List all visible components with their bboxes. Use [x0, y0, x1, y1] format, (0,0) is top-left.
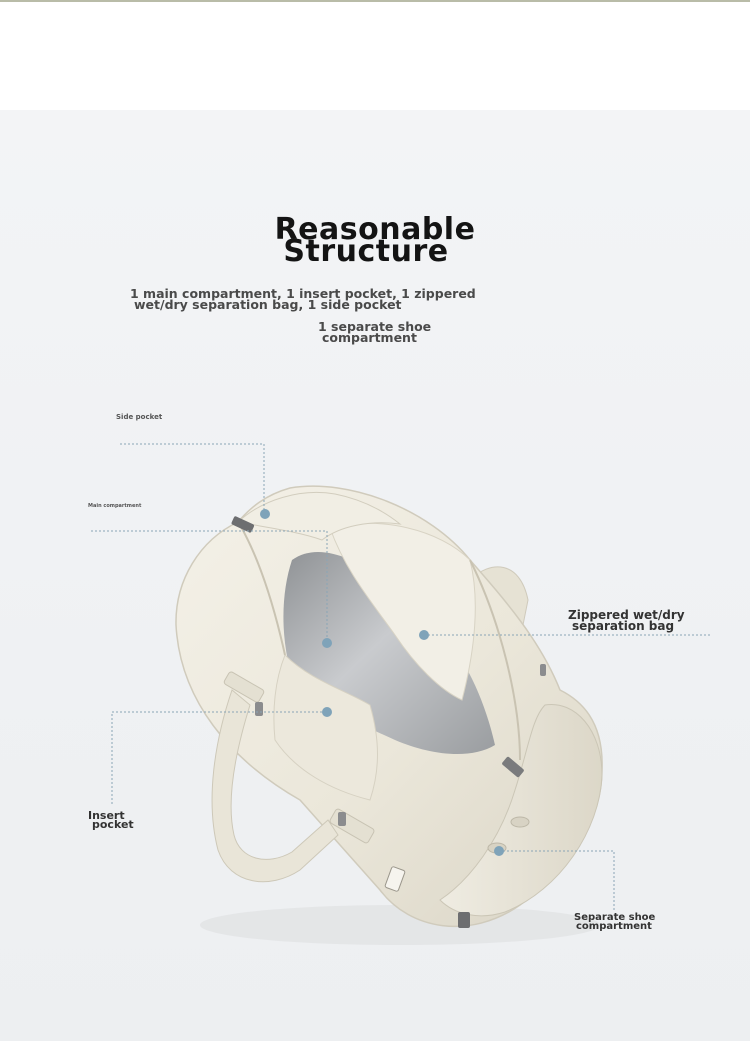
callout-shoe-line-1: Separate shoe: [574, 912, 656, 923]
description-line-3: 1 separate shoe: [318, 319, 432, 334]
callout-shoe-line-2: compartment: [576, 921, 652, 932]
description-line-1: 1 main compartment, 1 insert pocket, 1 z…: [130, 286, 476, 301]
heading-line-2: Structure: [283, 234, 449, 269]
callout-side-pocket: Side pocket: [116, 413, 163, 421]
callout-zippered-line-1: Zippered wet/dry: [568, 608, 685, 622]
callout-main-compartment: Main compartment: [88, 503, 142, 509]
callout-insert-line-1: Insert: [88, 809, 125, 822]
description-line-2: wet/dry separation bag, 1 side pocket: [134, 297, 402, 312]
description-line-4: compartment: [322, 330, 417, 345]
callout-insert-line-2: pocket: [92, 818, 134, 831]
heading-line-1: Reasonable: [274, 212, 476, 247]
top-divider: [0, 0, 750, 2]
callout-zippered-line-2: separation bag: [572, 619, 675, 633]
